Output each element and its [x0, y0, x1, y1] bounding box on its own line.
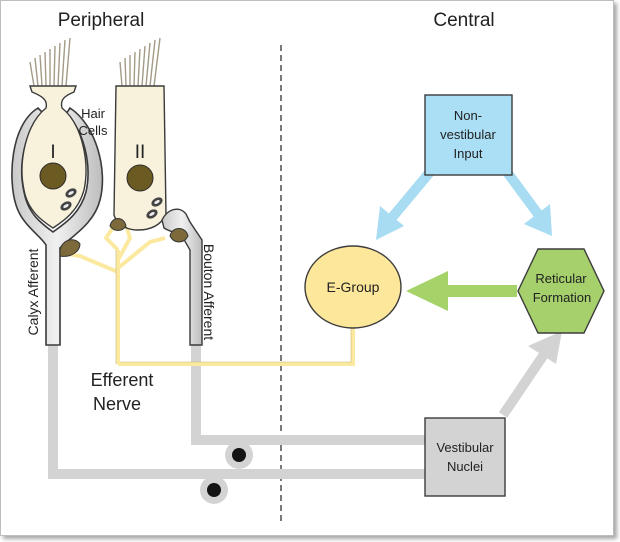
reticular-label-line1: Reticular — [535, 271, 587, 286]
calyx-afferent-pathway — [48, 345, 428, 479]
efferent-nerve-label-line2: Nerve — [93, 394, 141, 414]
blue-arrows — [376, 168, 552, 240]
hair-cells-label-line1: Hair — [81, 106, 106, 121]
blue-arrowhead-to-egroup — [376, 206, 404, 240]
bouton-afferent-label: Bouton Afferent — [201, 244, 217, 340]
vestibular-nuclei-box — [424, 417, 506, 497]
vestibular-nuclei-label-line1: Vestibular — [436, 440, 494, 455]
nonvestibular-input-box — [424, 94, 513, 176]
nonvestibular-label-line3: Input — [454, 146, 483, 161]
type2-efferent-bouton — [109, 218, 127, 231]
type2-nucleus — [126, 164, 154, 192]
reticular-formation-node — [517, 248, 605, 334]
type1-label: I — [50, 142, 55, 163]
type1-stereocilia — [29, 37, 71, 87]
efferent-outline — [115, 250, 352, 364]
egroup-node — [304, 245, 402, 329]
egroup-label: E-Group — [327, 279, 380, 295]
calyx-afferent-label: Calyx Afferent — [25, 248, 41, 335]
bouton-efferent-bouton — [169, 228, 189, 243]
efferent-nerve-label-line1: Efferent — [91, 370, 154, 390]
type2-label: II — [135, 142, 146, 163]
afferent-pathways — [48, 345, 552, 479]
efferent-nerve — [67, 224, 355, 366]
nonvestibular-label-line1: Non- — [454, 108, 482, 123]
bouton-afferent-pathway — [191, 345, 428, 445]
central-heading: Central — [433, 10, 494, 31]
calyx-efferent-bouton — [59, 239, 81, 257]
calyx-ganglion-nucleus — [207, 483, 221, 497]
green-arrow — [406, 271, 517, 311]
diagram-frame — [0, 0, 614, 536]
vestibular-nuclei-label-line2: Nuclei — [447, 459, 483, 474]
reticular-label-line2: Formation — [533, 290, 592, 305]
bouton-ganglion-nucleus — [232, 448, 246, 462]
hair-cells-label-line2: Cells — [79, 123, 108, 138]
type1-nucleus — [39, 162, 67, 190]
bouton-afferent — [161, 208, 203, 346]
nuclei-to-reticular-shaft — [498, 347, 552, 418]
type1-hair-cell-group: I — [11, 37, 104, 346]
nonvestibular-label-line2: vestibular — [440, 127, 496, 142]
type2-stereocilia — [119, 37, 161, 87]
type2-hair-cell-group: II — [109, 37, 167, 231]
nuclei-to-reticular-arrowhead — [528, 331, 562, 364]
peripheral-heading: Peripheral — [58, 10, 145, 31]
calyx-afferent-ending — [11, 106, 104, 346]
blue-arrowhead-to-reticular — [524, 204, 552, 236]
green-arrowhead-to-egroup — [406, 271, 448, 311]
